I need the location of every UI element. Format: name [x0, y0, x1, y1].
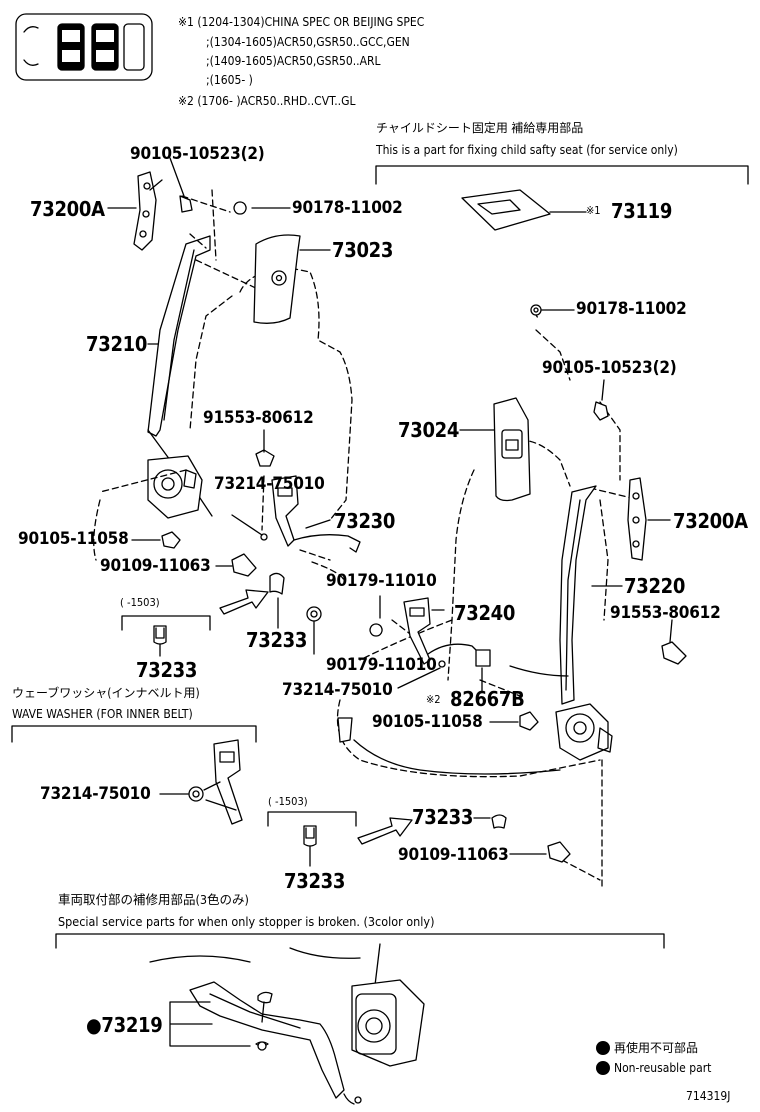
part-label-p28: 73233 — [136, 658, 198, 682]
left-retractor — [147, 455, 203, 519]
part-label-p21: 73240 — [454, 601, 516, 625]
right-belt — [509, 485, 623, 705]
part-label-p8: 73230 — [334, 509, 396, 533]
part-label-p15: 90105-10523(2) — [542, 358, 677, 378]
right-headrest — [459, 397, 531, 502]
part-73119: 73119 — [611, 199, 673, 223]
legend-en: Non-reusable part — [614, 1061, 712, 1075]
legend-jp: 再使用不可部品 — [614, 1041, 699, 1055]
left-headrest — [253, 234, 331, 324]
child-seat-mark: ※1 — [586, 204, 601, 217]
left-buckle — [231, 475, 361, 553]
part-label-p27: 73233 — [284, 869, 346, 893]
left-fasteners — [131, 429, 322, 655]
child-seat-bracket-line — [375, 165, 749, 231]
right-buckle — [369, 595, 491, 693]
part-label-p18: 73220 — [624, 574, 686, 598]
applicability-line-5: ※2 (1706- )ACR50..RHD..CVT..GL — [178, 94, 356, 108]
part-label-p22: 82667B — [450, 687, 525, 711]
part-mark-p22: ※2 — [426, 693, 441, 706]
part-label-p10: 90109-11063 — [100, 556, 211, 576]
part-label-p26: 73214-75010 — [40, 784, 151, 804]
part-label-p20: 90179-11010 — [326, 655, 437, 675]
part-label-p19: 91553-80612 — [610, 603, 721, 623]
part-label-p29: ●73219 — [86, 1013, 163, 1037]
part-label-p17: 73200A — [673, 509, 748, 533]
left-seat-outline — [93, 189, 353, 581]
left-upper-anchor — [107, 157, 291, 251]
part-label-p12: 90179-11010 — [326, 571, 437, 591]
applicability-line-4: ;(1605- ) — [206, 73, 253, 87]
wave-washer-section — [11, 725, 257, 825]
seat-layout-icon — [15, 13, 153, 81]
child-seat-note-en: This is a part for fixing child safty se… — [376, 143, 678, 157]
part-label-p4: 73023 — [332, 238, 394, 262]
part-label-p25: 90109-11063 — [398, 845, 509, 865]
part-label-p3: 90178-11002 — [292, 198, 403, 218]
stopper-section — [55, 933, 665, 1105]
part-label-p6: 91553-80612 — [203, 408, 314, 428]
right-upper-anchor — [530, 304, 671, 561]
stopper-note-en: Special service parts for when only stop… — [58, 914, 435, 929]
applicability-line-1: ※1 (1204-1304)CHINA SPEC OR BEIJING SPEC — [178, 15, 425, 29]
part-label-p1: 90105-10523(2) — [130, 144, 265, 164]
diagram-id: 714319J — [686, 1089, 731, 1103]
applicability-line-2: ;(1304-1605)ACR50,GSR50..GCC,GEN — [206, 35, 410, 49]
part-label-p7: 73214-75010 — [214, 474, 325, 494]
part-label-p2: 73200A — [30, 197, 105, 221]
part-label-p16: 73024 — [398, 418, 460, 442]
child-seat-note-jp: チャイルドシート固定用 補給専用部品 — [376, 121, 584, 135]
stopper-note-jp: 車両取付部の補修用部品(3色のみ) — [58, 892, 249, 907]
part-label-p9: 90105-11058 — [18, 529, 129, 549]
part-label-p11: 73233 — [246, 628, 308, 652]
legend-dot-en — [596, 1061, 610, 1075]
applicability-line-3: ;(1409-1605)ACR50,GSR50..ARL — [206, 54, 381, 68]
wave-washer-jp: ウェーブワッシャ(インナベルト用) — [12, 686, 200, 700]
part-label-p5: 73210 — [86, 332, 148, 356]
right-range-box — [267, 811, 571, 867]
right-seat-cushion — [337, 717, 561, 775]
part-label-p24: 73233 — [412, 805, 474, 829]
part-label-p13: 73214-75010 — [282, 680, 393, 700]
wave-washer-en: WAVE WASHER (FOR INNER BELT) — [12, 707, 193, 721]
range-note-right: ( -1503) — [268, 795, 308, 808]
range-note-left: ( -1503) — [120, 596, 160, 609]
legend-dot-jp — [596, 1041, 610, 1055]
part-label-p23: 90105-11058 — [372, 712, 483, 732]
left-arrow — [219, 589, 269, 615]
left-range-box — [121, 615, 211, 657]
right-retractor — [489, 619, 687, 761]
part-label-p14: 90178-11002 — [576, 299, 687, 319]
